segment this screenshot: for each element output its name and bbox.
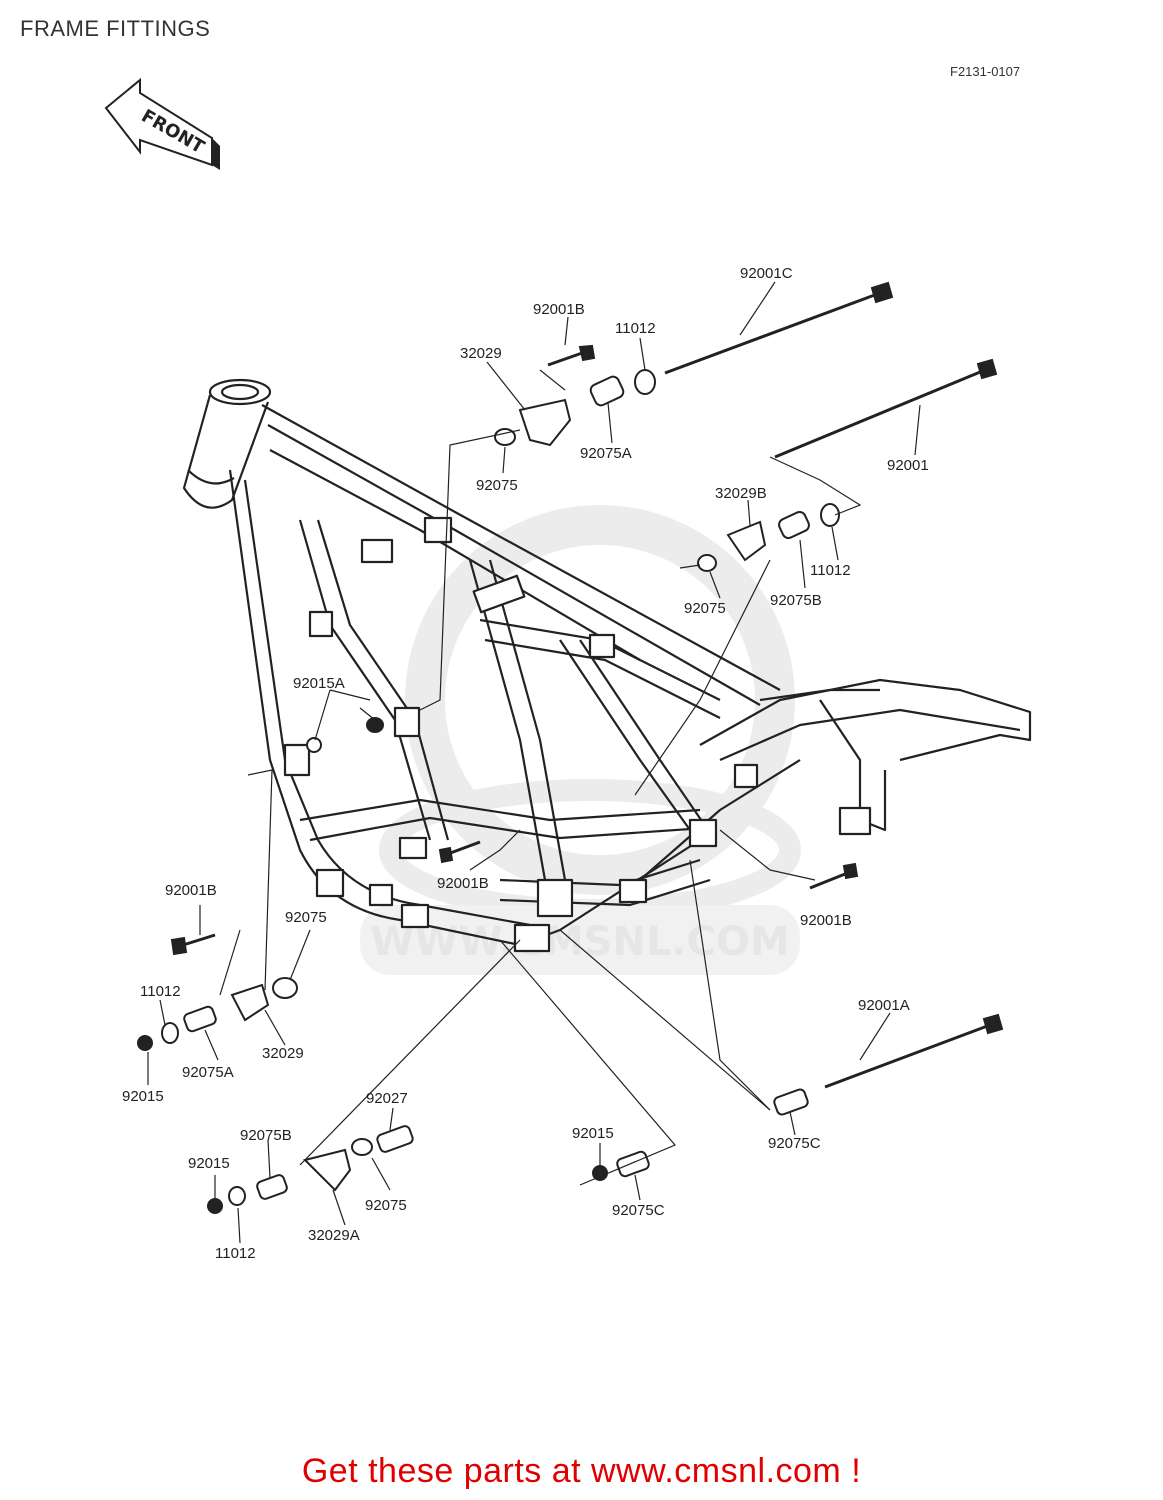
diagram-code: F2131-0107	[950, 64, 1021, 79]
part-label: 92075B	[240, 1127, 292, 1144]
front-arrow-icon: FRONT	[104, 77, 220, 170]
part-label: 92075C	[612, 1202, 665, 1219]
part-label: 32029B	[715, 485, 767, 502]
part-label: 92015	[188, 1155, 230, 1172]
part-label: 92075	[285, 909, 327, 926]
part-label: 92001B	[165, 882, 217, 899]
part-label: 92001	[887, 457, 929, 474]
watermark: WWW.CMSNL.COM	[360, 505, 801, 975]
part-labels: 92001C 92001B 11012 32029 92075A 92075 9…	[122, 265, 929, 1262]
part-label: 11012	[140, 983, 181, 1000]
part-label: 92075C	[768, 1135, 821, 1152]
part-label: 92001B	[533, 301, 585, 318]
frame-hardware	[137, 281, 1004, 1214]
footer-link[interactable]: Get these parts at www.cmsnl.com !	[301, 1452, 862, 1490]
part-label: 92075A	[182, 1064, 234, 1081]
part-label: 92075	[684, 600, 726, 617]
part-label: 11012	[215, 1245, 256, 1262]
part-label: 92001B	[800, 912, 852, 929]
part-label: 92001A	[858, 997, 910, 1014]
part-label: 32029A	[308, 1227, 360, 1244]
leader-lines	[147, 281, 921, 1244]
part-label: 32029	[262, 1045, 304, 1062]
part-label: 92075B	[770, 592, 822, 609]
watermark-text: WWW.CMSNL.COM	[370, 919, 790, 965]
part-label: 11012	[615, 320, 656, 337]
part-label: 92015	[122, 1088, 164, 1105]
part-label: 92015A	[293, 675, 345, 692]
diagram-title: FRAME FITTINGS	[20, 16, 211, 41]
part-label: 32029	[460, 345, 502, 362]
part-label: 92075	[365, 1197, 407, 1214]
part-label: 92027	[366, 1090, 408, 1107]
part-label: 11012	[810, 562, 851, 579]
part-label: 92001C	[740, 265, 793, 282]
part-label: 92001B	[437, 875, 489, 892]
part-label: 92015	[572, 1125, 614, 1142]
motorcycle-frame	[182, 378, 1032, 953]
part-label: 92075A	[580, 445, 632, 462]
part-label: 92075	[476, 477, 518, 494]
frame-diagram: WWW.CMSNL.COM FRONT	[104, 77, 1032, 1262]
